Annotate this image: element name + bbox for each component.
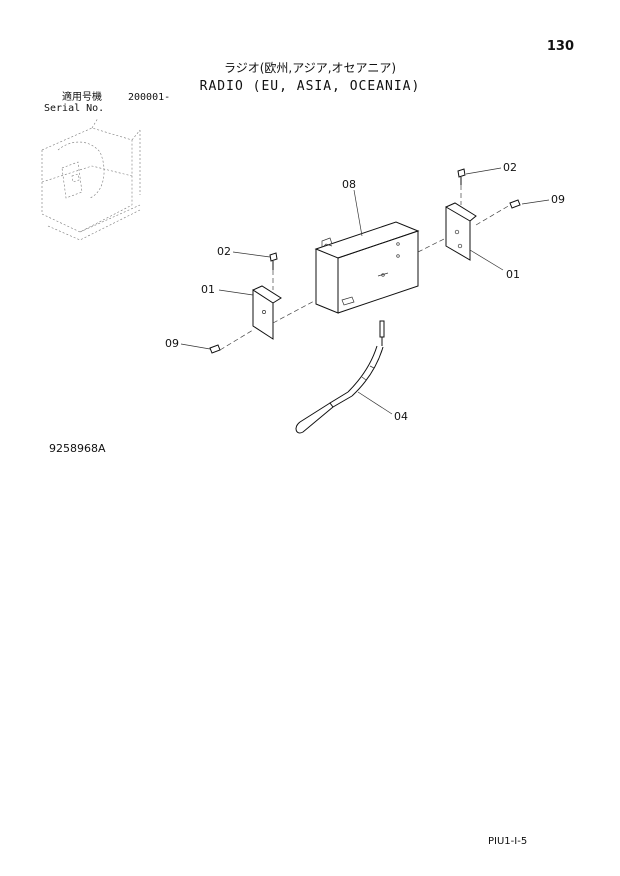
- screw-right: [457, 168, 466, 185]
- title-japanese: ラジオ(欧州,アジア,オセアニア): [223, 61, 397, 75]
- callout-antenna: 04: [394, 410, 408, 423]
- location-thumbnail-sketch: [41, 117, 141, 241]
- radio-unit: [314, 221, 420, 314]
- callout-radio: 08: [342, 178, 356, 191]
- drawing-number: 9258968A: [49, 442, 106, 455]
- callout-screw-right: 02: [503, 161, 517, 174]
- serial-label-japanese: 適用号機: [62, 92, 102, 103]
- serial-range: 200001-: [128, 92, 171, 103]
- page-code: PIU1-I-5: [488, 836, 528, 847]
- screw-left: [269, 252, 278, 270]
- callout-leaders: [180, 167, 550, 415]
- page-number: 130: [546, 39, 574, 54]
- mounting-bracket-left: [252, 285, 282, 340]
- callout-bolt-left: 09: [165, 337, 179, 350]
- callout-bracket-right: 01: [506, 268, 520, 281]
- bolt-left: [209, 344, 221, 354]
- bolt-right: [509, 199, 521, 209]
- serial-label-english: Serial No.: [44, 103, 105, 114]
- callout-screw-left: 02: [217, 245, 231, 258]
- title-english: RADIO (EU, ASIA, OCEANIA): [199, 79, 421, 94]
- callout-bracket-left: 01: [201, 283, 215, 296]
- antenna-cable: [295, 320, 385, 434]
- callout-bolt-right: 09: [551, 193, 565, 206]
- mounting-bracket-right: [445, 202, 477, 261]
